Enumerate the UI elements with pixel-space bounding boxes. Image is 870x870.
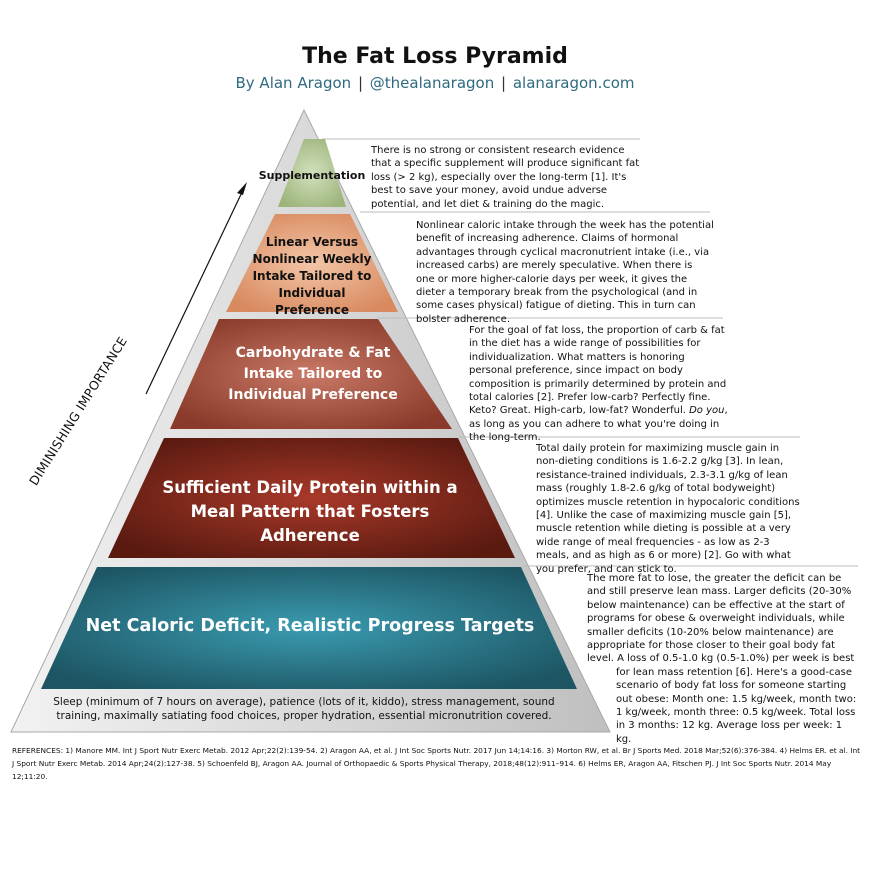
tier-description-supplementation: There is no strong or consistent researc…: [371, 145, 640, 210]
arrow-head-icon: [237, 182, 247, 195]
tier-label-protein: Sufficient Daily Protein within a Meal P…: [162, 478, 458, 545]
tier-linear-nonlinear: [226, 214, 398, 312]
references: REFERENCES: 1) Manore MM. Int J Sport Nu…: [12, 746, 861, 781]
tier-label-linear-nonlinear: Linear Versus Nonlinear Weekly Intake Ta…: [252, 235, 372, 317]
tier-label-caloric-deficit: Net Caloric Deficit, Realistic Progress …: [85, 616, 535, 636]
tier-description-protein: Total daily protein for maximizing muscl…: [536, 443, 800, 575]
author-name: By Alan Aragon: [235, 74, 352, 92]
separator: |: [357, 74, 364, 92]
tier-label-carb-fat: Carbohydrate & Fat Intake Tailored to In…: [228, 345, 398, 403]
byline: By Alan Aragon | @thealanaragon | alanar…: [0, 74, 870, 92]
tier-caloric-deficit: [41, 567, 577, 689]
description-text-indented: for lean mass retention [6]. Here's a go…: [616, 666, 857, 745]
tier-carb-fat: [170, 319, 452, 429]
website-link[interactable]: alanaragon.com: [512, 74, 635, 92]
tier-protein: [108, 438, 515, 558]
description-text: The more fat to lose, the greater the de…: [587, 573, 855, 665]
tier-label-supplementation: Supplementation: [258, 169, 366, 182]
page-title: The Fat Loss Pyramid: [302, 44, 568, 69]
tier-description-carb-fat: For the goal of fat loss, the proportion…: [469, 324, 731, 445]
diminishing-arrow-line: [145, 187, 245, 395]
pyramid-foundation-text: Sleep (minimum of 7 hours on average), p…: [53, 696, 555, 722]
tier-description-linear-nonlinear: Nonlinear caloric intake through the wee…: [416, 220, 714, 325]
description-text: , as long as you can adhere to what you'…: [469, 405, 728, 444]
tier-supplementation: [278, 139, 346, 207]
description-emphasis: Do you: [689, 405, 725, 417]
connector-lines: [322, 138, 858, 567]
description-text: For the goal of fat loss, the proportion…: [469, 325, 727, 417]
tier-description-caloric-deficit: The more fat to lose, the greater the de…: [587, 572, 857, 746]
separator: |: [501, 74, 507, 92]
twitter-handle: @thealanaragon: [369, 74, 495, 92]
